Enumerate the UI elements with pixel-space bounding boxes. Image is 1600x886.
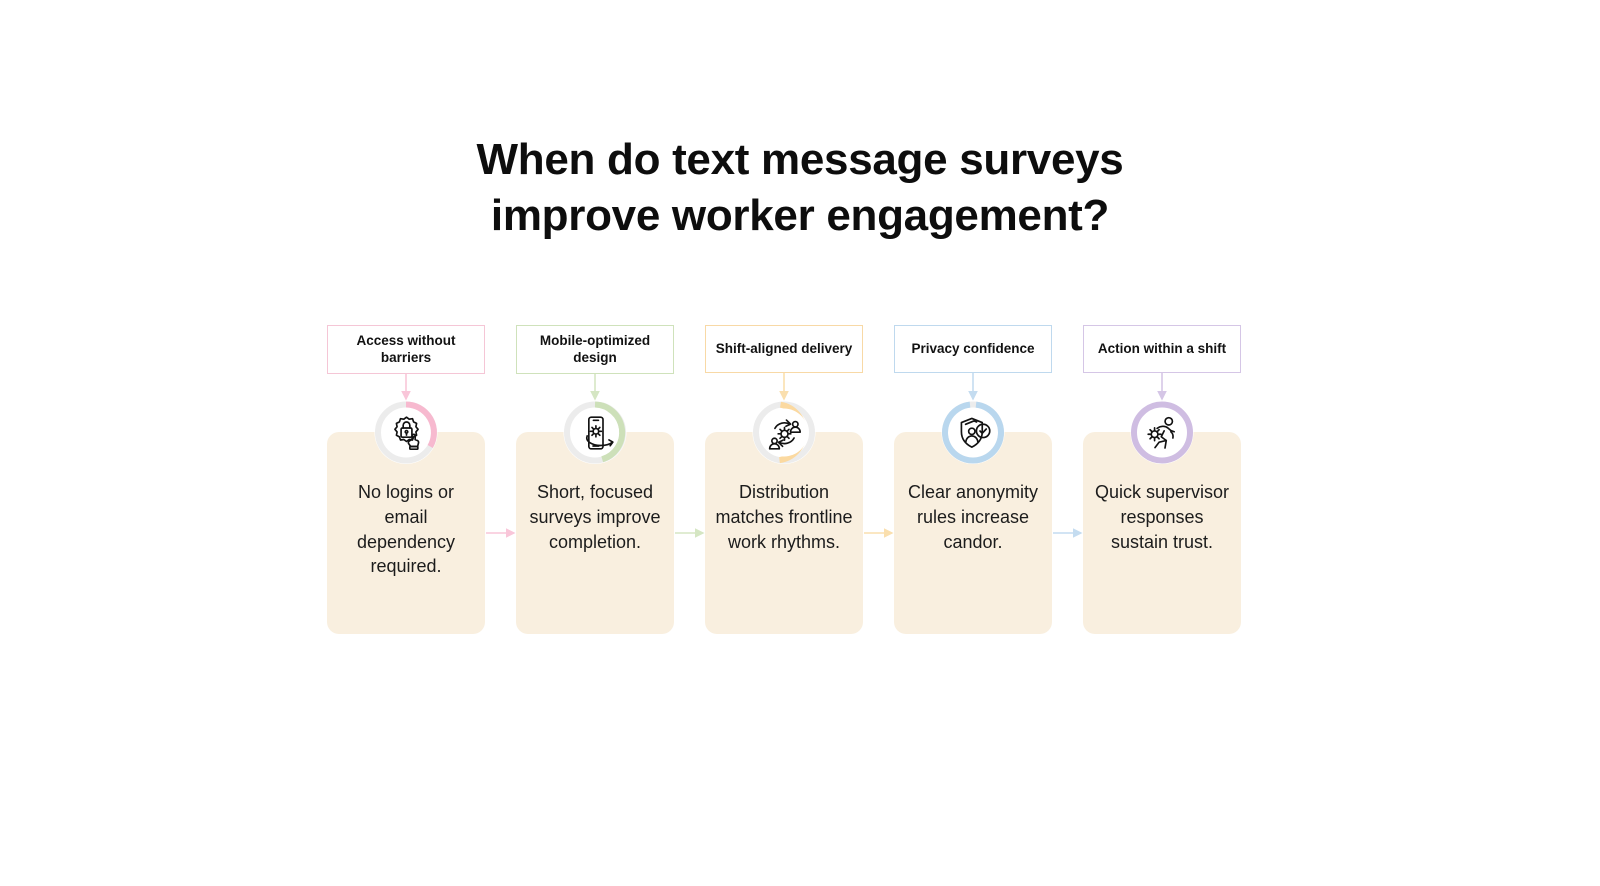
step-icon-badge-5[interactable]	[1130, 401, 1194, 464]
step-icon-badge-3[interactable]	[752, 401, 816, 464]
lock-gear-hand-icon	[386, 413, 426, 453]
step-label-3: Shift-aligned delivery	[715, 341, 853, 357]
step-card-3: Distribution matches frontline work rhyt…	[705, 432, 863, 634]
step-body-1: No logins or email dependency required.	[356, 482, 456, 577]
page-title: When do text message surveys improve wor…	[476, 135, 1124, 241]
step-label-box-4[interactable]: Privacy confidence	[894, 325, 1052, 373]
step-body-3: Distribution matches frontline work rhyt…	[715, 482, 853, 552]
mobile-gear-icon	[575, 413, 615, 453]
step-label-4: Privacy confidence	[911, 341, 1035, 357]
step-label-box-3[interactable]: Shift-aligned delivery	[705, 325, 863, 373]
step-label-box-1[interactable]: Access without barriers	[327, 325, 485, 374]
step-label-box-5[interactable]: Action within a shift	[1083, 325, 1241, 373]
step-icon-badge-4[interactable]	[941, 401, 1005, 464]
step-card-2: Short, focused surveys improve completio…	[516, 432, 674, 634]
step-label-5: Action within a shift	[1097, 341, 1227, 357]
icon-ring-4	[942, 401, 1004, 464]
step-label-2: Mobile-optimized design	[539, 333, 651, 366]
step-card-4: Clear anonymity rules increase candor.	[894, 432, 1052, 634]
step-label-1: Access without barriers	[356, 333, 456, 366]
running-person-gear-icon	[1142, 413, 1182, 453]
step-body-5: Quick supervisor responses sustain trust…	[1094, 482, 1230, 552]
step-body-4: Clear anonymity rules increase candor.	[907, 482, 1039, 552]
shift-handover-gear-icon	[764, 413, 804, 453]
step-body-2: Short, focused surveys improve completio…	[529, 482, 661, 552]
shield-person-check-icon	[953, 413, 993, 453]
step-label-box-2[interactable]: Mobile-optimized design	[516, 325, 674, 374]
step-card-5: Quick supervisor responses sustain trust…	[1083, 432, 1241, 634]
step-icon-badge-2[interactable]	[563, 401, 627, 464]
step-icon-badge-1[interactable]	[374, 401, 438, 464]
step-card-1: No logins or email dependency required.	[327, 432, 485, 634]
